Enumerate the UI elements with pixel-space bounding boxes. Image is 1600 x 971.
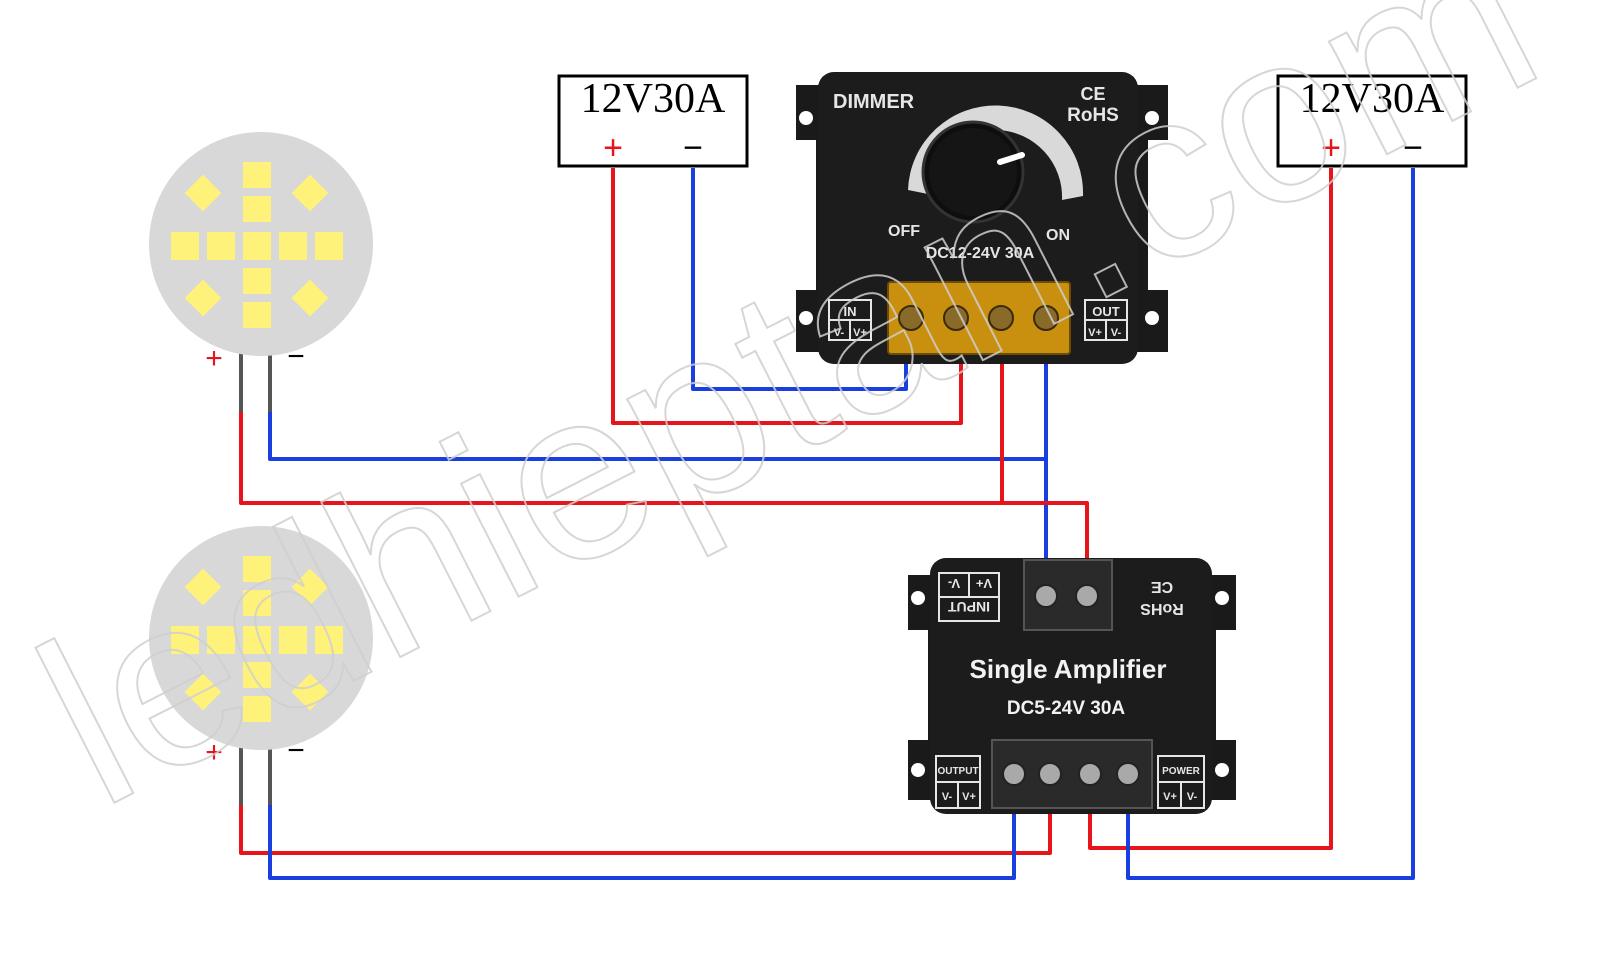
amp-output-vplus: V+ bbox=[962, 791, 976, 803]
dimmer-title: DIMMER bbox=[833, 91, 915, 113]
dimmer-in-vplus: V+ bbox=[853, 327, 867, 339]
dimmer-in-label: IN bbox=[844, 304, 857, 319]
dimmer-out-vminus: V- bbox=[1111, 327, 1122, 339]
amplifier-module: INPUT V- V+ RoHS CE Single Amplifier DC5… bbox=[908, 558, 1236, 814]
dimmer-out-vplus: V+ bbox=[1088, 327, 1102, 339]
amp-input-box: INPUT V- V+ bbox=[938, 572, 1000, 622]
psu-left-minus: − bbox=[683, 129, 703, 167]
amp-input-vminus: V- bbox=[948, 576, 960, 591]
dimmer-out-label: OUT bbox=[1092, 304, 1120, 319]
amp-rating: DC5-24V 30A bbox=[1007, 698, 1126, 719]
amp-output-vminus: V- bbox=[942, 791, 953, 803]
dimmer-rating: DC12-24V 30A bbox=[926, 245, 1035, 262]
amp-mount-hole-left-top bbox=[911, 591, 925, 605]
power-supply-right: 12V30A + − bbox=[1276, 74, 1468, 168]
amp-power-vminus: V- bbox=[1187, 791, 1198, 803]
amp-power-vplus: V+ bbox=[1163, 791, 1177, 803]
dimmer-terminal-block bbox=[888, 282, 1070, 354]
lamp-top-chips bbox=[171, 162, 343, 328]
dimmer-knob-indicator bbox=[997, 152, 1025, 165]
amp-input-label: INPUT bbox=[948, 599, 990, 615]
amp-power-label: POWER bbox=[1162, 766, 1201, 777]
psu-left-plus: + bbox=[603, 129, 623, 167]
wire-lamp-bottom-negative bbox=[268, 740, 1016, 880]
dimmer-off-label: OFF bbox=[888, 223, 920, 240]
amp-rohs: RoHS bbox=[1140, 600, 1184, 617]
dimmer-module: DIMMER CE RoHS OFF ON DC12-24V 30A IN V-… bbox=[796, 72, 1168, 364]
amp-mount-hole-right-top bbox=[1215, 591, 1229, 605]
lamp-bottom-plus: + bbox=[205, 736, 223, 769]
lamp-bottom-chips bbox=[171, 556, 343, 722]
wire-psu-right-negative bbox=[1126, 168, 1415, 880]
lamp-top-plus: + bbox=[205, 342, 223, 375]
amp-title: Single Amplifier bbox=[970, 654, 1167, 684]
wire-psu-left-positive bbox=[611, 168, 963, 425]
dimmer-mount-hole-right bbox=[1145, 111, 1159, 125]
led-lamp-top: + − bbox=[149, 132, 373, 412]
amp-output-label: OUTPUT bbox=[937, 766, 978, 777]
watermark: ledhieptan.com bbox=[1, 0, 1573, 855]
led-lamp-bottom: + − bbox=[149, 526, 373, 805]
psu-right-label: 12V30A bbox=[1300, 76, 1445, 122]
psu-left-label: 12V30A bbox=[581, 76, 726, 122]
amp-ce-mark: CE bbox=[1151, 578, 1174, 595]
psu-right-plus: + bbox=[1321, 129, 1341, 167]
dimmer-rohs: RoHS bbox=[1067, 105, 1119, 126]
dimmer-in-vminus: V- bbox=[834, 327, 845, 339]
psu-right-minus: − bbox=[1403, 129, 1423, 167]
dimmer-screws bbox=[898, 305, 1059, 331]
dimmer-ce-mark: CE bbox=[1080, 84, 1105, 104]
dimmer-mount-hole-left bbox=[799, 111, 813, 125]
lamp-top-minus: − bbox=[287, 340, 305, 373]
wire-lamp-top-positive bbox=[239, 345, 1089, 590]
power-supply-left: 12V30A + − bbox=[557, 74, 749, 168]
amp-input-vplus: V+ bbox=[975, 576, 992, 591]
dimmer-on-label: ON bbox=[1046, 227, 1070, 244]
lamp-bottom-minus: − bbox=[287, 734, 305, 767]
